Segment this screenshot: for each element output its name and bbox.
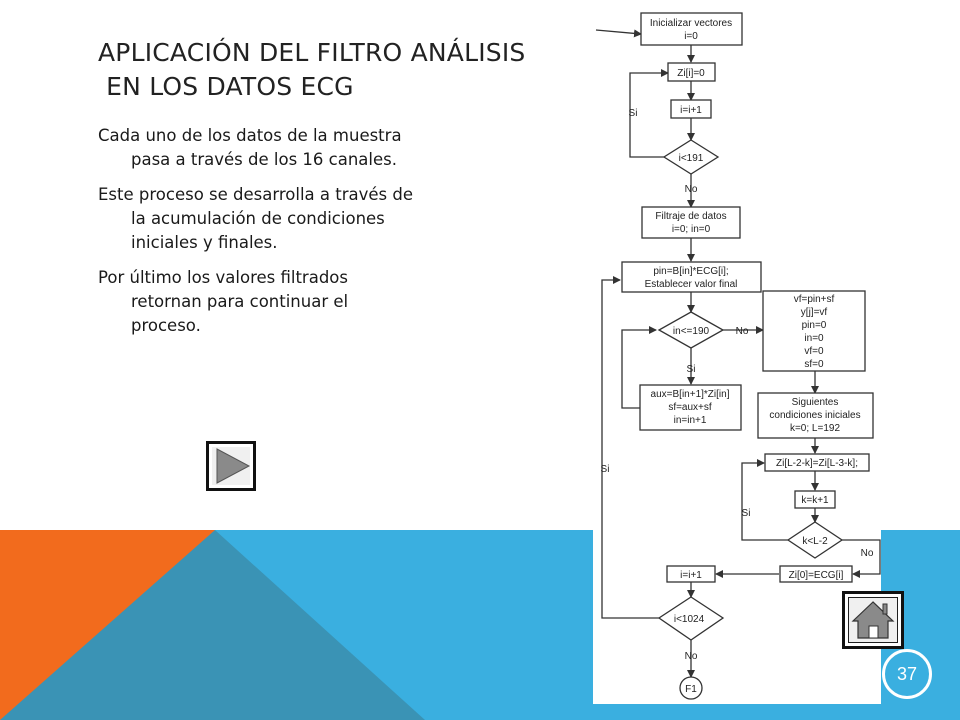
zi-zero-box: [667, 62, 716, 82]
filtraje-label-2: i=0; in=0: [672, 224, 711, 235]
vf-line-5: vf=0: [804, 346, 824, 357]
init-vectors-label-1: Inicializar vectores: [650, 18, 732, 29]
i-increment-box: [670, 99, 712, 119]
vf-line-6: sf=0: [804, 359, 824, 370]
slide-title-line-2: EN LOS DATOS ECG: [98, 72, 354, 101]
zi-ecg-label: Zi[0]=ECG[i]: [789, 570, 844, 581]
siguientes-line-1: Siguientes: [792, 397, 839, 408]
pin-label-1: pin=B[in]*ECG[i];: [653, 266, 728, 277]
init-vectors-box: [640, 12, 743, 46]
condition-190-diamond: [657, 311, 725, 349]
aux-line-2: sf=aux+sf: [668, 402, 712, 413]
pin-box: [621, 261, 762, 293]
paragraph-channels: Cada uno de los datos de la muestra pasa…: [98, 126, 402, 169]
condition-1024-diamond: [657, 596, 725, 641]
page-number-badge: 37: [882, 649, 932, 699]
k-increment-label: k=k+1: [801, 495, 829, 506]
slide-body: Cada uno de los datos de la muestra pasa…: [98, 124, 418, 349]
filtraje-label-1: Filtraje de datos: [655, 211, 726, 222]
condition-191-diamond: [662, 139, 720, 175]
siguientes-line-3: k=0; L=192: [790, 423, 840, 434]
siguientes-line-2: condiciones iniciales: [769, 410, 860, 421]
vf-box: [762, 290, 866, 372]
filtraje-box: [641, 206, 741, 239]
zi-shift-box: [764, 453, 870, 472]
si-label-3: Si: [742, 508, 751, 519]
slide-title: APLICACIÓN DEL FILTRO ANÁLISIS EN LOS DA…: [98, 36, 578, 104]
dark-blue-triangle: [0, 530, 425, 720]
vf-line-2: y[j]=vf: [801, 307, 828, 318]
si-label-4: Si: [601, 464, 610, 475]
slide-title-line-1: APLICACIÓN DEL FILTRO ANÁLISIS: [98, 38, 526, 67]
vf-line-1: vf=pin+sf: [794, 294, 835, 305]
condition-1024-label: i<1024: [674, 614, 705, 625]
no-label-3: No: [861, 548, 874, 559]
play-icon: [212, 447, 251, 485]
vf-line-3: pin=0: [802, 320, 827, 331]
home-icon: [849, 598, 897, 642]
no-label-4: No: [685, 651, 698, 662]
play-button[interactable]: [206, 441, 256, 491]
end-connector: [679, 676, 703, 700]
aux-line-3: in=in+1: [674, 415, 707, 426]
aux-box: [639, 384, 742, 431]
pin-label-2: Establecer valor final: [645, 279, 738, 290]
no-label-2: No: [736, 326, 749, 337]
siguientes-box: [757, 392, 874, 439]
paragraph-return: Por último los valores filtrados retorna…: [98, 268, 349, 335]
no-label-1: No: [685, 184, 698, 195]
i-increment-label: i=i+1: [680, 105, 702, 116]
zi-shift-label: Zi[L-2-k]=Zi[L-3-k];: [776, 458, 858, 469]
aux-line-1: aux=B[in+1]*Zi[in]: [651, 389, 730, 400]
si-label-1: Si: [629, 108, 638, 119]
vf-line-4: in=0: [804, 333, 824, 344]
paragraph-conditions: Este proceso se desarrolla a través de l…: [98, 185, 413, 252]
home-button[interactable]: [842, 591, 904, 649]
i-increment-2-label: i=i+1: [680, 570, 702, 581]
condition-190-label: in<=190: [673, 326, 710, 337]
k-increment-box: [794, 490, 836, 509]
zi-zero-label: Zi[i]=0: [677, 68, 705, 79]
end-label: F1: [685, 684, 697, 695]
si-label-2: Si: [687, 364, 696, 375]
condition-191-label: i<191: [679, 153, 704, 164]
condition-k-label: k<L-2: [802, 536, 828, 547]
zi-ecg-box: [779, 565, 853, 583]
orange-triangle: [0, 530, 215, 720]
init-vectors-label-2: i=0: [684, 31, 698, 42]
i-increment-2-box: [666, 565, 716, 583]
condition-k-diamond: [786, 521, 844, 559]
